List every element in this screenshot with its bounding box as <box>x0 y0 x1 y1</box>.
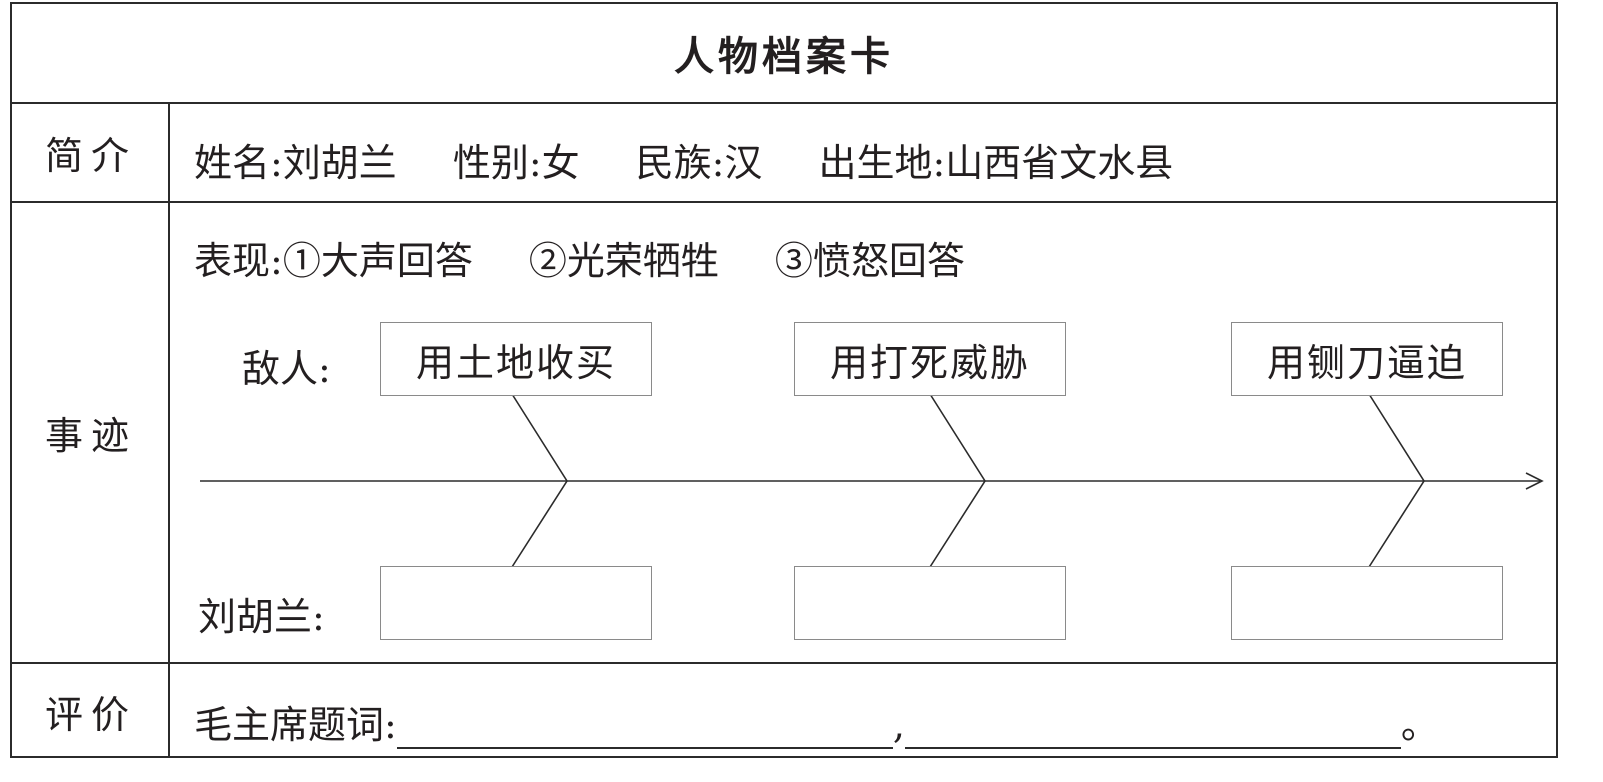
evaluation-comma: , <box>892 703 905 747</box>
performance-line: 表现:①大声回答 ②光荣牺牲 ③愤怒回答 <box>194 230 965 285</box>
evaluation-line: 毛主席题词:, 。 <box>194 694 1439 749</box>
intro-birthplace: 出生地:山西省文水县 <box>818 141 1174 185</box>
enemy-label: 敌人: <box>242 347 331 391</box>
enemy-action-box-3: 用铡刀逼迫 <box>1231 322 1503 396</box>
liu-label: 刘胡兰: <box>198 595 325 639</box>
performance-item-3: ③愤怒回答 <box>774 239 965 283</box>
divider-intro <box>12 201 1556 203</box>
enemy-action-box-1: 用土地收买 <box>380 322 652 396</box>
enemy-action-box-2: 用打死威胁 <box>794 322 1066 396</box>
fishbone-diagram <box>200 393 1544 568</box>
performance-item-1: ①大声回答 <box>282 239 473 283</box>
section-label-evaluation: 评价 <box>44 692 137 737</box>
performance-label: 表现: <box>194 239 283 283</box>
timeline-arrowhead <box>1525 472 1544 490</box>
intro-ethnicity: 民族:汉 <box>635 141 763 185</box>
liu-response-box-3[interactable] <box>1231 566 1503 640</box>
divider-title <box>12 102 1556 104</box>
evaluation-period: 。 <box>1400 703 1439 747</box>
divider-label-column <box>168 102 170 756</box>
intro-gender: 性别:女 <box>452 141 580 185</box>
evaluation-blank-1[interactable] <box>396 707 893 749</box>
section-label-intro: 简介 <box>44 134 137 178</box>
branch-2 <box>929 393 986 568</box>
evaluation-blank-2[interactable] <box>904 707 1401 749</box>
performance-item-2: ②光荣牺牲 <box>528 239 719 283</box>
intro-line: 姓名:刘胡兰 性别:女 民族:汉 出生地:山西省文水县 <box>194 132 1173 187</box>
liu-response-box-2[interactable] <box>794 566 1066 640</box>
evaluation-label: 毛主席题词: <box>194 703 397 747</box>
branch-1 <box>511 393 568 568</box>
branch-3 <box>1368 393 1425 568</box>
section-label-deeds: 事迹 <box>44 414 137 458</box>
intro-name: 姓名:刘胡兰 <box>194 141 397 185</box>
card-title: 人物档案卡 <box>674 34 894 80</box>
divider-deeds <box>12 662 1556 664</box>
liu-response-box-1[interactable] <box>380 566 652 640</box>
profile-card: 人物档案卡 简介 事迹 评价 姓名:刘胡兰性别:女民族:汉出生地:山西省文水县 … <box>10 2 1558 758</box>
